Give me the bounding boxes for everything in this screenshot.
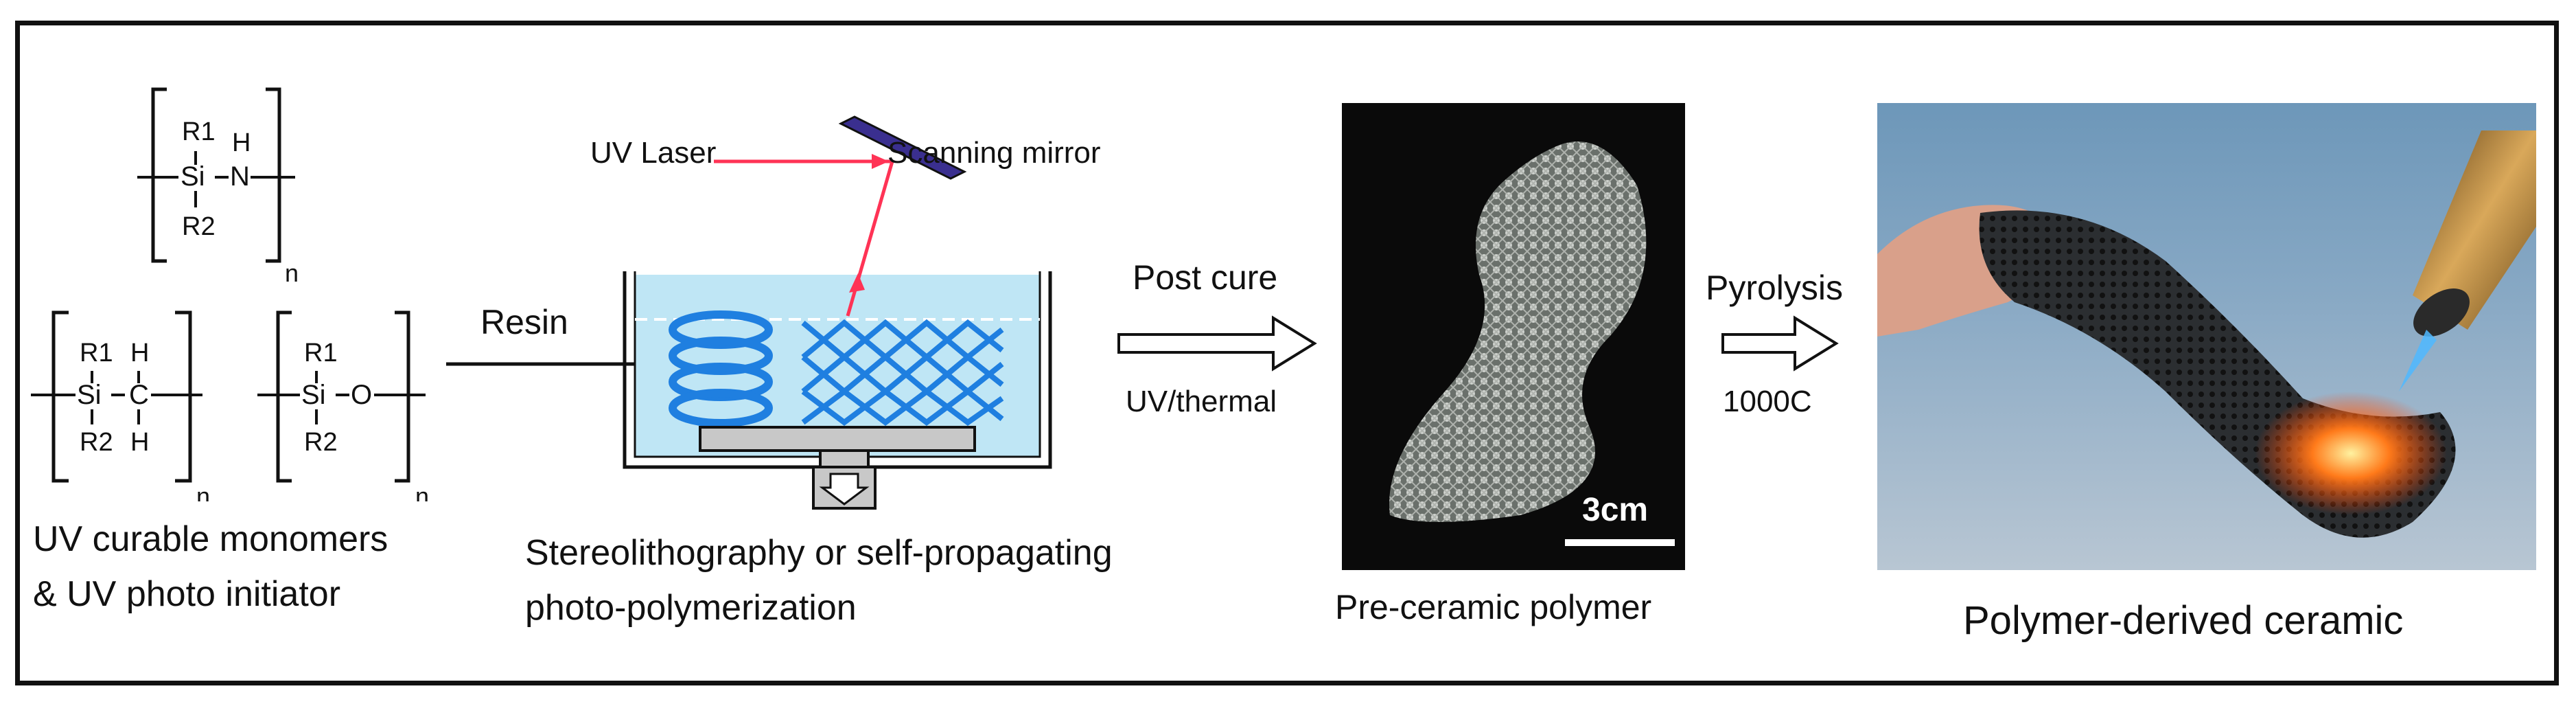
r1-label: R1 (304, 339, 338, 367)
uv-laser-label: UV Laser (590, 136, 717, 170)
post-cure-arrow (1117, 315, 1317, 372)
printed-lattice-structure (801, 319, 1004, 426)
pyrolysis-arrow (1721, 315, 1839, 372)
r2-label: R2 (182, 212, 216, 241)
scanning-mirror-label: Scanning mirror (887, 136, 1101, 170)
ceramic-heating-illustration (1877, 130, 2536, 538)
c-atom: C (129, 380, 149, 410)
pyrolysis-temperature-label: 1000C (1723, 385, 1812, 418)
o-atom: O (351, 380, 372, 410)
carbosilane-structure: Si C R1 R2 H H n (31, 310, 210, 501)
scale-bar (1565, 539, 1675, 546)
h-atom: H (130, 428, 149, 457)
sla-caption-line1: Stereolithography or self-propagating (525, 533, 1113, 573)
monomers-caption-line1: UV curable monomers (33, 519, 388, 559)
repeat-n-label: n (285, 259, 299, 287)
ceramic-caption: Polymer-derived ceramic (1963, 598, 2404, 643)
monomers-caption-line2: & UV photo initiator (33, 574, 341, 614)
sla-apparatus (623, 115, 1052, 510)
repeat-n-label: n (196, 482, 210, 501)
pyrolysis-label: Pyrolysis (1706, 269, 1844, 307)
h-atom: H (130, 339, 149, 367)
ceramic-photo (1877, 103, 2536, 570)
n-atom: N (230, 161, 250, 192)
r2-label: R2 (304, 428, 338, 457)
scale-bar-label: 3cm (1582, 492, 1649, 528)
post-cure-label: Post cure (1133, 258, 1278, 297)
pre-ceramic-photo (1342, 103, 1685, 570)
pre-ceramic-caption: Pre-ceramic polymer (1335, 588, 1652, 626)
h-atom: H (232, 128, 251, 157)
torch-icon (2399, 130, 2536, 391)
si-atom: Si (301, 380, 326, 410)
r1-label: R1 (182, 117, 216, 146)
resin-label: Resin (480, 303, 568, 341)
silazane-structure: Si N H R1 R2 n (137, 87, 299, 287)
si-atom: Si (181, 161, 205, 192)
monomer-structures: Si N H R1 R2 n Si C R1 R2 H (31, 87, 429, 501)
r1-label: R1 (80, 339, 113, 367)
repeat-n-label: n (415, 482, 429, 501)
uv-thermal-label: UV/thermal (1126, 385, 1277, 418)
si-atom: Si (77, 380, 102, 410)
lattice-part-illustration (1389, 141, 1647, 522)
printed-coil-structure (669, 310, 773, 427)
r2-label: R2 (80, 428, 113, 457)
siloxane-structure: Si O R1 R2 n (257, 310, 429, 501)
build-platform (699, 426, 976, 452)
scanning-mirror-icon (838, 115, 967, 180)
sla-caption-line2: photo-polymerization (525, 588, 857, 628)
